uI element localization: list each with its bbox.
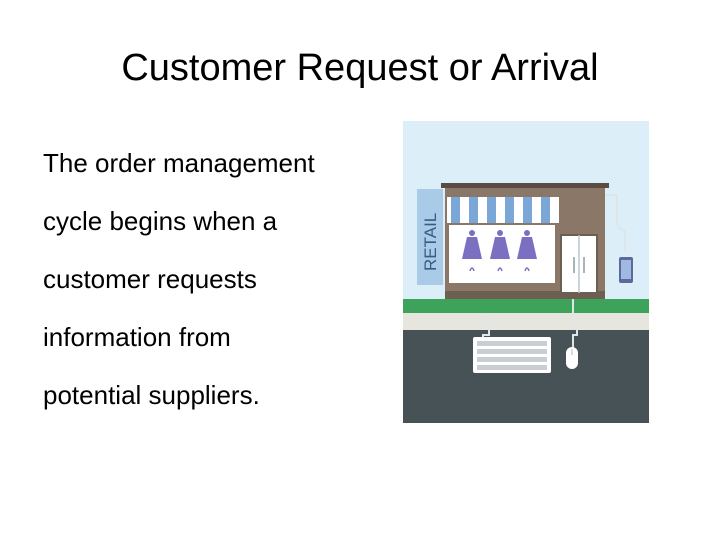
body-line: The order management — [43, 148, 315, 178]
cable — [572, 299, 578, 349]
body-line: information from — [43, 322, 231, 352]
retail-sign: RETAIL — [417, 189, 443, 285]
body-line: customer requests — [43, 264, 257, 294]
cable — [605, 194, 626, 251]
body-line: cycle begins when a — [43, 206, 278, 236]
grass-strip — [403, 299, 649, 313]
sidewalk — [403, 313, 649, 330]
retail-store-illustration: RETAIL — [403, 121, 649, 423]
sign-text: RETAIL — [421, 213, 440, 271]
body-line: potential suppliers. — [43, 380, 260, 410]
mouse-icon — [566, 347, 578, 369]
slide-body: The order management cycle begins when a… — [43, 134, 393, 424]
cable — [482, 313, 490, 343]
keyboard-icon — [473, 337, 551, 373]
slide-title: Customer Request or Arrival — [121, 47, 599, 89]
storefront-icon — [441, 183, 609, 299]
tablet-icon — [619, 257, 633, 283]
